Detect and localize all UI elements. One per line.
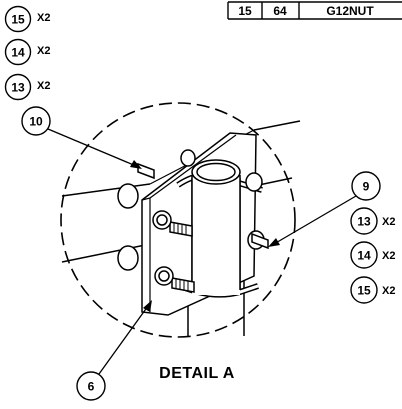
balloon-number: 14 [357,249,371,263]
callout-6: 6 [76,300,152,401]
callout-number: 6 [88,380,95,394]
balloon-14-right: 14 X2 [350,241,395,269]
detail-boundary-circle [60,102,296,338]
bom-item-number: 15 [238,4,252,18]
balloon-qty: X2 [382,285,395,297]
balloon-qty: X2 [37,80,50,92]
balloon-number: 15 [11,13,25,27]
balloon-number: 14 [11,46,25,60]
bom-description: G12NUT [326,4,374,18]
balloon-13-right: 13 X2 [350,207,395,235]
callout-9: 9 [268,171,381,247]
bom-part-number: 64 [273,4,287,18]
stud-right [251,232,269,250]
front-bolt-upper [152,210,193,237]
balloon-15-left: 15 X2 [4,5,50,33]
balloon-qty: X2 [37,12,50,24]
balloon-14-left: 14 X2 [4,38,50,66]
callout-10: 10 [21,106,142,169]
balloon-number: 13 [11,81,25,95]
balloon-15-right: 15 X2 [350,276,395,304]
balloon-number: 13 [357,215,371,229]
balloon-qty: X2 [37,45,50,57]
assembly-geometry [61,120,301,336]
horizontal-tube-outline [61,183,151,263]
front-bolt-lower [154,266,195,293]
balloon-number: 15 [357,284,371,298]
balloon-13-left: 13 X2 [4,73,50,101]
detail-label: DETAIL A [159,365,235,382]
balloon-qty: X2 [382,250,395,262]
stud-left [137,162,155,180]
balloon-qty: X2 [382,216,395,228]
bom-table: 15 64 G12NUT [227,1,402,20]
callout-number: 9 [363,180,370,194]
callout-number: 10 [29,115,43,129]
